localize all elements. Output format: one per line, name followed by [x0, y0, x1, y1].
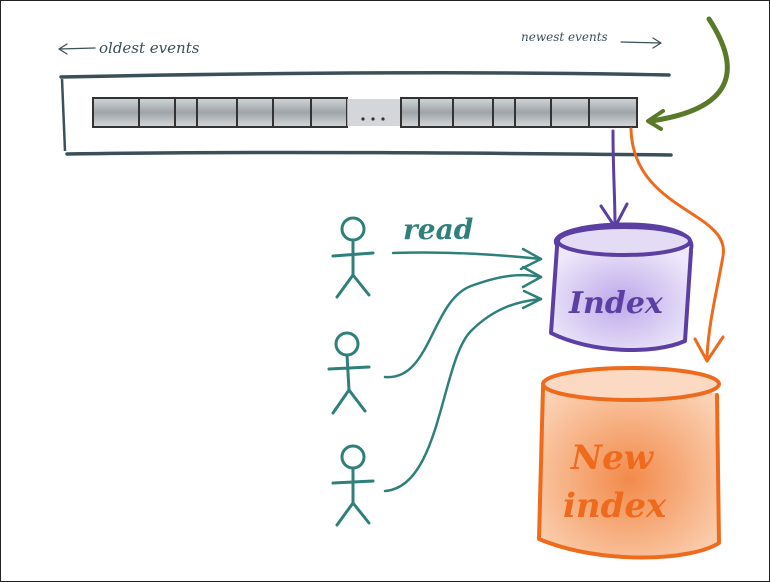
newest-events-label-group: newest events — [521, 30, 662, 49]
read-arrow: read — [391, 213, 543, 271]
stream-top-line — [59, 71, 671, 79]
new-index-database: New index — [537, 366, 721, 560]
event-cell — [92, 97, 140, 128]
event-cell — [588, 97, 638, 128]
event-cell — [138, 97, 176, 128]
event-cell — [452, 97, 494, 128]
stick-figure-icon — [331, 216, 375, 299]
index-label: Index — [568, 286, 664, 321]
right-arrow-icon — [620, 37, 662, 49]
event-cell — [400, 97, 420, 128]
index-feed-arrow — [599, 129, 629, 229]
left-arrow-icon — [58, 43, 96, 55]
oldest-events-label: oldest events — [99, 39, 200, 57]
stick-figure-icon — [331, 444, 375, 527]
event-cell — [174, 97, 198, 128]
producer-arrowhead-icon — [646, 109, 665, 131]
new-index-label-line2: index — [563, 486, 667, 526]
event-cell — [310, 97, 348, 128]
producer-arrow — [646, 16, 730, 131]
reader-arrow-3 — [383, 289, 543, 493]
new-index-feed-arrow — [629, 127, 725, 363]
event-cell — [550, 97, 590, 128]
event-cell — [492, 97, 516, 128]
event-cell — [418, 97, 454, 128]
event-cell — [236, 97, 274, 128]
event-cell — [272, 97, 312, 128]
new-index-label-line1: New — [570, 438, 655, 478]
event-cells-new — [400, 97, 638, 128]
stick-figure-icon — [327, 331, 371, 415]
oldest-events-label-group: oldest events — [58, 39, 200, 57]
reader-arrow-2 — [383, 265, 543, 379]
event-cell — [196, 97, 238, 128]
read-label: read — [403, 213, 473, 246]
index-database: Index — [549, 222, 694, 353]
stream-left-end — [60, 78, 67, 152]
read-arrowhead-icon — [519, 247, 543, 271]
event-stream — [59, 71, 673, 157]
stream-bottom-line — [65, 150, 673, 157]
newest-events-label: newest events — [521, 30, 608, 44]
event-gap — [347, 99, 401, 126]
event-cells-old — [92, 97, 348, 128]
event-cell — [514, 97, 552, 128]
